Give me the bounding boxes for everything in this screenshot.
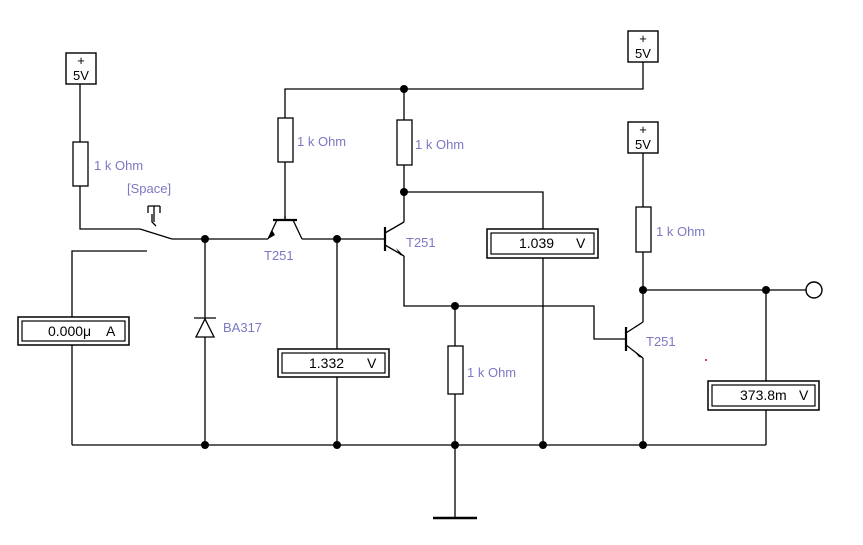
transistor-q1[interactable]: T251 xyxy=(264,218,303,263)
stray-mark xyxy=(705,359,707,361)
supply-plus: + xyxy=(639,31,647,46)
ammeter-value: 0.000μ xyxy=(48,323,91,339)
voltmeter-output[interactable]: 373.8m V xyxy=(707,380,820,411)
switch-label: [Space] xyxy=(127,181,171,196)
output-terminal[interactable] xyxy=(805,281,823,299)
supply-5v-top: + 5V xyxy=(627,30,659,63)
resistor-label: 1 k Ohm xyxy=(656,224,705,239)
voltmeter-base[interactable]: 1.332 V xyxy=(277,348,390,378)
space-switch[interactable]: [Space] xyxy=(127,181,173,240)
supply-voltage: 5V xyxy=(635,46,651,61)
supply-plus: + xyxy=(77,53,85,68)
transistor-q2[interactable]: T251 xyxy=(383,221,436,257)
ammeter-unit: A xyxy=(106,323,116,339)
resistor-r2[interactable]: 1 k Ohm xyxy=(277,117,346,163)
wires xyxy=(71,62,806,520)
voltmeter-unit: V xyxy=(367,355,377,371)
supply-voltage: 5V xyxy=(635,137,651,152)
transistor-label: T251 xyxy=(646,334,676,349)
resistor-r1[interactable]: 1 k Ohm xyxy=(72,141,143,187)
voltmeter-collector[interactable]: 1.039 V xyxy=(486,228,599,259)
voltmeter-unit: V xyxy=(576,235,586,251)
voltmeter-value: 373.8m xyxy=(740,387,787,403)
diode-label: BA317 xyxy=(223,320,262,335)
supply-5v-left: + 5V xyxy=(65,52,97,85)
junction-dots xyxy=(201,85,770,449)
resistor-label: 1 k Ohm xyxy=(94,158,143,173)
resistor-label: 1 k Ohm xyxy=(415,137,464,152)
transistor-label: T251 xyxy=(264,248,294,263)
resistor-r5[interactable]: 1 k Ohm xyxy=(447,345,516,395)
resistor-label: 1 k Ohm xyxy=(467,365,516,380)
transistor-label: T251 xyxy=(406,235,436,250)
resistor-r3[interactable]: 1 k Ohm xyxy=(396,119,464,166)
supply-plus: + xyxy=(639,122,647,137)
diode-ba317[interactable]: BA317 xyxy=(194,317,262,338)
resistor-label: 1 k Ohm xyxy=(297,134,346,149)
supply-voltage: 5V xyxy=(73,68,89,83)
voltmeter-value: 1.332 xyxy=(309,355,344,371)
resistor-r4[interactable]: 1 k Ohm xyxy=(635,206,705,253)
voltmeter-unit: V xyxy=(799,387,809,403)
supply-5v-right: + 5V xyxy=(627,121,659,154)
ammeter[interactable]: 0.000μ A xyxy=(17,316,130,346)
voltmeter-value: 1.039 xyxy=(519,235,554,251)
transistor-q3[interactable]: T251 xyxy=(624,321,676,359)
